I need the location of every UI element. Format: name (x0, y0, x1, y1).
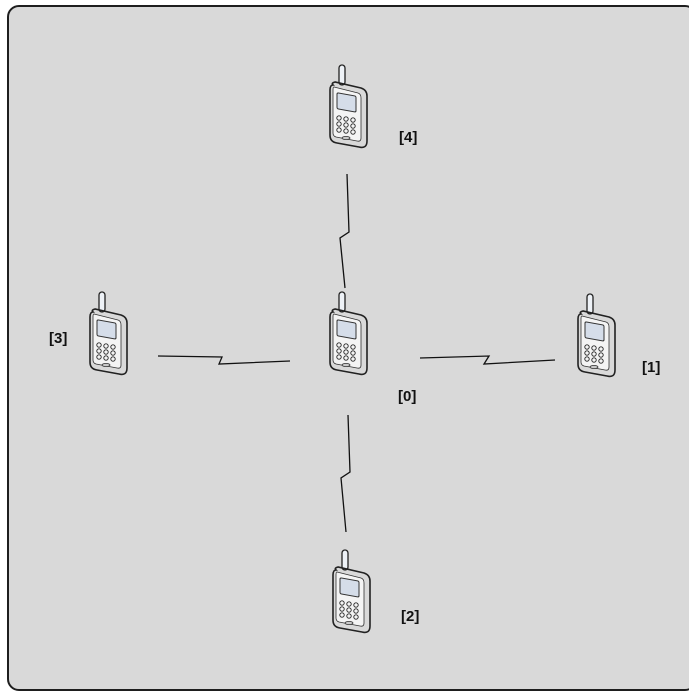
mobile-phone-icon-node-0 (329, 291, 368, 376)
mobile-phone-icon-node-3 (89, 291, 128, 376)
mobile-phone-icon-node-1 (577, 293, 616, 378)
wireless-link-0-4 (339, 173, 350, 289)
node-label-4: [4] (399, 129, 418, 146)
wireless-link-0-1 (419, 355, 556, 365)
node-label-1: [1] (642, 359, 661, 376)
mobile-phone-icon-node-4 (329, 64, 368, 149)
mobile-phone-icon-node-2 (332, 549, 371, 634)
wireless-link-0-3 (157, 355, 291, 365)
wireless-link-0-2 (340, 414, 351, 533)
node-label-2: [2] (401, 608, 420, 625)
node-label-3: [3] (49, 330, 68, 347)
node-label-0: [0] (398, 388, 417, 405)
